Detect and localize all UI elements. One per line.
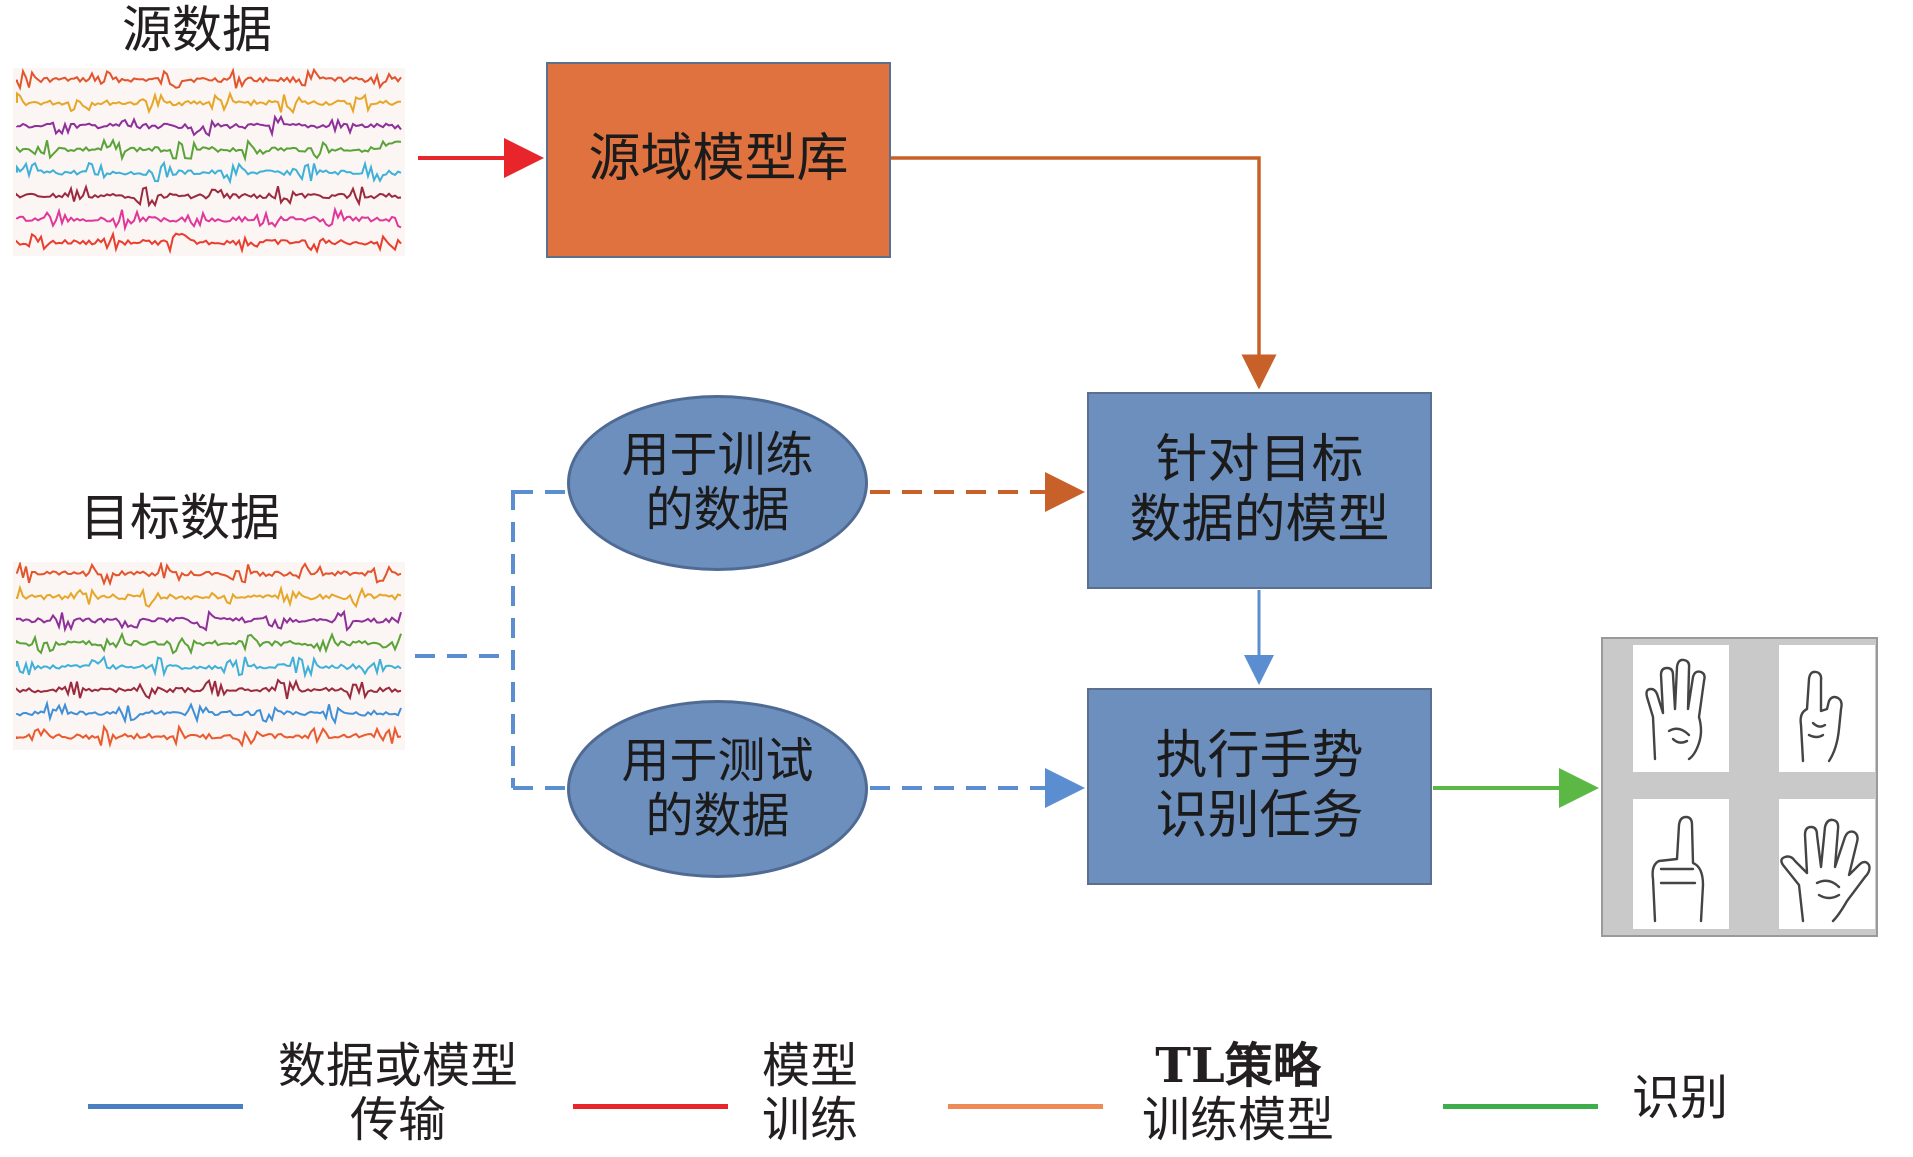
legend-training-line1: 模型 (761, 1038, 858, 1094)
legend-tl-line2: 训练模型 (1141, 1091, 1334, 1148)
legend-tl-line1: TL策略 (1155, 1038, 1321, 1094)
signal-trace (16, 609, 402, 633)
signal-trace (16, 230, 402, 255)
gesture-task-line2: 识别任务 (1155, 785, 1364, 846)
legend-text-tl: TL策略 训练模型 (1118, 1038, 1358, 1148)
legend-line-tl (948, 1104, 1103, 1109)
signal-trace (16, 560, 402, 587)
source-model-library-label: 源域模型库 (588, 129, 849, 190)
source-model-library: 源域模型库 (546, 62, 891, 258)
signal-trace (16, 699, 402, 725)
signal-trace (16, 137, 402, 163)
source-signal-panel (13, 67, 405, 256)
legend-text-recognition: 识别 (1615, 1070, 1745, 1126)
source-data-label: 源数据 (122, 1, 272, 59)
target-data-label: 目标数据 (80, 489, 280, 547)
signal-trace (16, 678, 402, 701)
train-data-line2: 的数据 (645, 482, 790, 538)
legend-text-training: 模型 训练 (740, 1038, 880, 1148)
signal-trace (16, 206, 402, 232)
train-data-line1: 用于训练 (621, 426, 814, 483)
gesture-image-panel (1601, 637, 1878, 937)
target-model-line1: 针对目标 (1155, 429, 1364, 490)
arrow-library-to-target-model (891, 156, 1277, 390)
emg-signal-icon (16, 67, 402, 255)
target-model-line2: 数据的模型 (1129, 489, 1390, 550)
signal-trace (16, 67, 402, 92)
signal-trace (16, 723, 402, 749)
signal-trace (16, 631, 402, 656)
gesture-task-line1: 执行手势 (1155, 725, 1364, 786)
test-data-line1: 用于测试 (621, 732, 814, 789)
signal-trace (16, 655, 402, 679)
legend-line-training (573, 1104, 728, 1109)
signal-trace (16, 584, 402, 609)
target-signal-panel (13, 560, 405, 750)
signal-trace (16, 183, 402, 208)
legend-recognition-line1: 识别 (1631, 1070, 1728, 1126)
test-data-line2: 的数据 (645, 788, 790, 844)
signal-trace (16, 160, 402, 185)
gesture-task-box: 执行手势 识别任务 (1087, 688, 1432, 885)
legend-transfer-line2: 传输 (349, 1091, 446, 1148)
test-data-ellipse: 用于测试 的数据 (567, 700, 868, 878)
train-data-ellipse: 用于训练 的数据 (567, 395, 868, 571)
legend-line-transfer (88, 1104, 243, 1109)
legend-transfer-line1: 数据或模型 (277, 1038, 518, 1094)
signal-trace (16, 114, 402, 138)
target-model-box: 针对目标 数据的模型 (1087, 392, 1432, 589)
emg-signal-icon (16, 560, 402, 749)
signal-trace (16, 90, 401, 115)
legend-training-line2: 训练 (761, 1091, 858, 1148)
legend-line-recognition (1443, 1104, 1598, 1109)
hand-gesture-icon (1633, 645, 1875, 929)
legend-text-transfer: 数据或模型 传输 (248, 1038, 548, 1148)
